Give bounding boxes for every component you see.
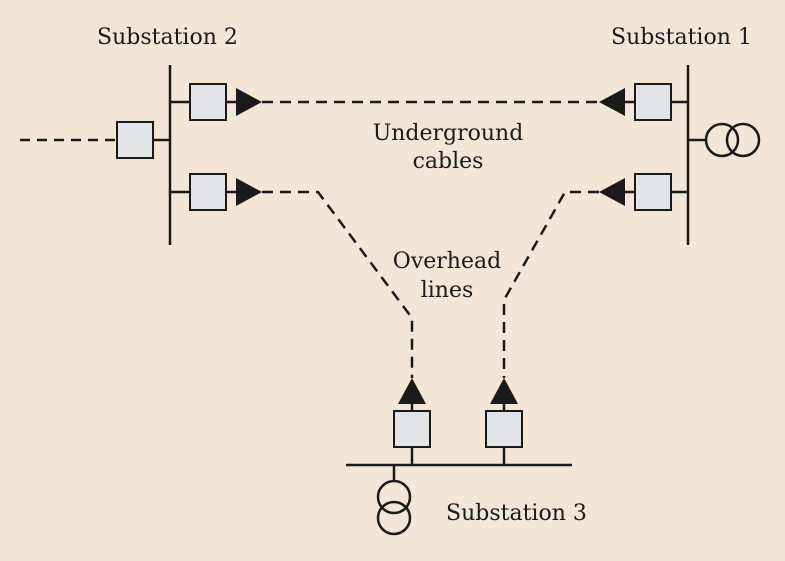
underground-label-line2: cables: [413, 149, 484, 174]
breaker-icon: [189, 83, 227, 121]
arrowhead-icon: [490, 378, 518, 404]
breaker-icon: [393, 410, 431, 448]
breaker-icon: [116, 121, 154, 159]
substation-1-label: Substation 1: [611, 25, 752, 50]
substation-1: [671, 65, 706, 245]
substation-3: [346, 447, 572, 481]
breaker-icon: [485, 410, 523, 448]
transformer-icon: [704, 122, 740, 158]
breaker-icon: [189, 173, 227, 211]
substation-2: [153, 65, 190, 245]
transformer-icon: [376, 479, 412, 515]
substation-3-label: Substation 3: [446, 501, 587, 526]
breaker-icon: [634, 173, 672, 211]
arrowhead-icon: [398, 378, 426, 404]
overhead-line-right: [502, 190, 599, 378]
overhead-label-line2: lines: [421, 278, 474, 303]
arrowhead-icon: [236, 88, 262, 116]
arrowhead-icon: [599, 178, 625, 206]
overhead-line-left: [262, 190, 414, 378]
transformer-icon: [376, 500, 412, 536]
substation-2-label: Substation 2: [97, 25, 238, 50]
overhead-label-line1: Overhead: [393, 249, 501, 274]
transformer-icon: [725, 122, 761, 158]
underground-label-line1: Underground: [373, 121, 524, 146]
arrowhead-icon: [599, 88, 625, 116]
arrowhead-icon: [236, 178, 262, 206]
breaker-icon: [634, 83, 672, 121]
